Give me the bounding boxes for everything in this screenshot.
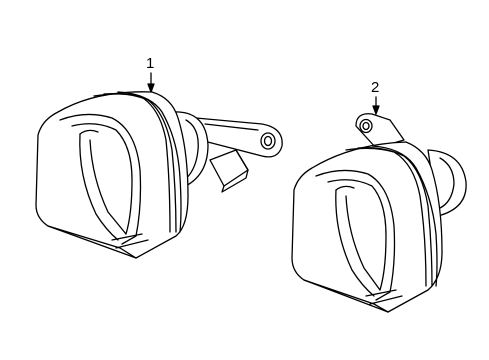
callout-1: 1 bbox=[146, 55, 155, 93]
horn-1-mounting-bracket bbox=[195, 117, 283, 158]
callout-2-label: 2 bbox=[371, 79, 379, 96]
callout-2: 2 bbox=[371, 79, 380, 115]
callout-1-label: 1 bbox=[146, 55, 154, 72]
horn-2 bbox=[291, 113, 467, 313]
horn-1-connector bbox=[209, 149, 249, 193]
horn-2-mounting-bracket bbox=[355, 113, 405, 149]
horn-1 bbox=[35, 91, 283, 259]
